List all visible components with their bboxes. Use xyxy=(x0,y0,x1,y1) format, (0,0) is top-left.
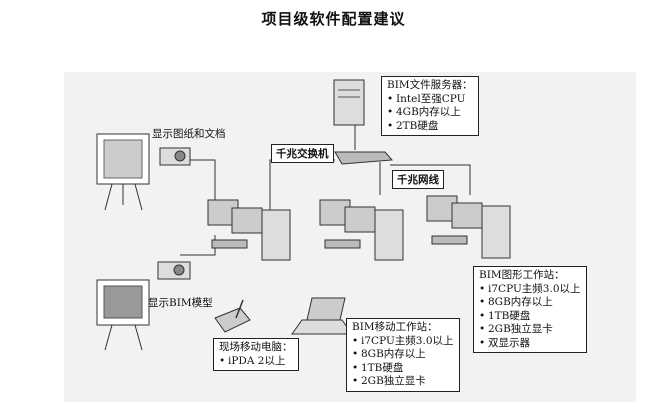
workstation-icon xyxy=(319,199,404,261)
display-bim-label: 显示BIM模型 xyxy=(148,297,213,309)
mobile-ws-spec-item: 1TB硬盘 xyxy=(352,362,454,376)
display-docs-label: 显示图纸和文档 xyxy=(152,128,226,140)
workstation-spec-item: 1TB硬盘 xyxy=(479,310,581,324)
server-icon xyxy=(333,79,365,126)
projector-screen-icon xyxy=(96,279,150,351)
mobile-ws-spec-item: 8GB内存以上 xyxy=(352,348,454,362)
mobile-ws-spec-box: BIM移动工作站： i7CPU主频3.0以上 8GB内存以上 1TB硬盘 2GB… xyxy=(346,318,460,392)
server-spec-item: Intel至强CPU xyxy=(387,93,473,107)
workstation-spec-box: BIM图形工作站： i7CPU主频3.0以上 8GB内存以上 1TB硬盘 2GB… xyxy=(473,266,587,353)
switch-icon xyxy=(334,151,394,165)
projector-screen-icon xyxy=(96,133,150,211)
tablet-spec-box: 现场移动电脑： iPDA 2以上 xyxy=(213,338,299,371)
server-spec-item: 4GB内存以上 xyxy=(387,106,473,120)
server-spec-box: BIM文件服务器： Intel至强CPU 4GB内存以上 2TB硬盘 xyxy=(381,76,479,136)
workstation-spec-heading: BIM图形工作站： xyxy=(479,269,565,281)
workstation-spec-item: 双显示器 xyxy=(479,337,581,351)
tablet-spec-item: iPDA 2以上 xyxy=(219,355,293,369)
page-title: 项目级软件配置建议 xyxy=(261,10,406,28)
server-spec-item: 2TB硬盘 xyxy=(387,120,473,134)
laptop-icon xyxy=(291,297,353,335)
workstation-spec-item: i7CPU主频3.0以上 xyxy=(479,283,581,297)
tablet-icon xyxy=(214,299,251,333)
mobile-ws-spec-heading: BIM移动工作站： xyxy=(352,321,438,333)
gigabit-network-label: 千兆网线 xyxy=(392,170,444,189)
mobile-ws-spec-item: i7CPU主频3.0以上 xyxy=(352,335,454,349)
server-spec-heading: BIM文件服务器： xyxy=(387,79,473,91)
gigabit-switch-label: 千兆交换机 xyxy=(271,144,334,163)
projector-icon xyxy=(157,261,191,280)
workstation-icon xyxy=(207,199,291,261)
projector-icon xyxy=(159,147,191,166)
mobile-ws-spec-item: 2GB独立显卡 xyxy=(352,375,454,389)
workstation-spec-item: 2GB独立显卡 xyxy=(479,323,581,337)
workstation-icon xyxy=(426,195,511,259)
tablet-spec-heading: 现场移动电脑： xyxy=(219,341,293,353)
workstation-spec-item: 8GB内存以上 xyxy=(479,296,581,310)
